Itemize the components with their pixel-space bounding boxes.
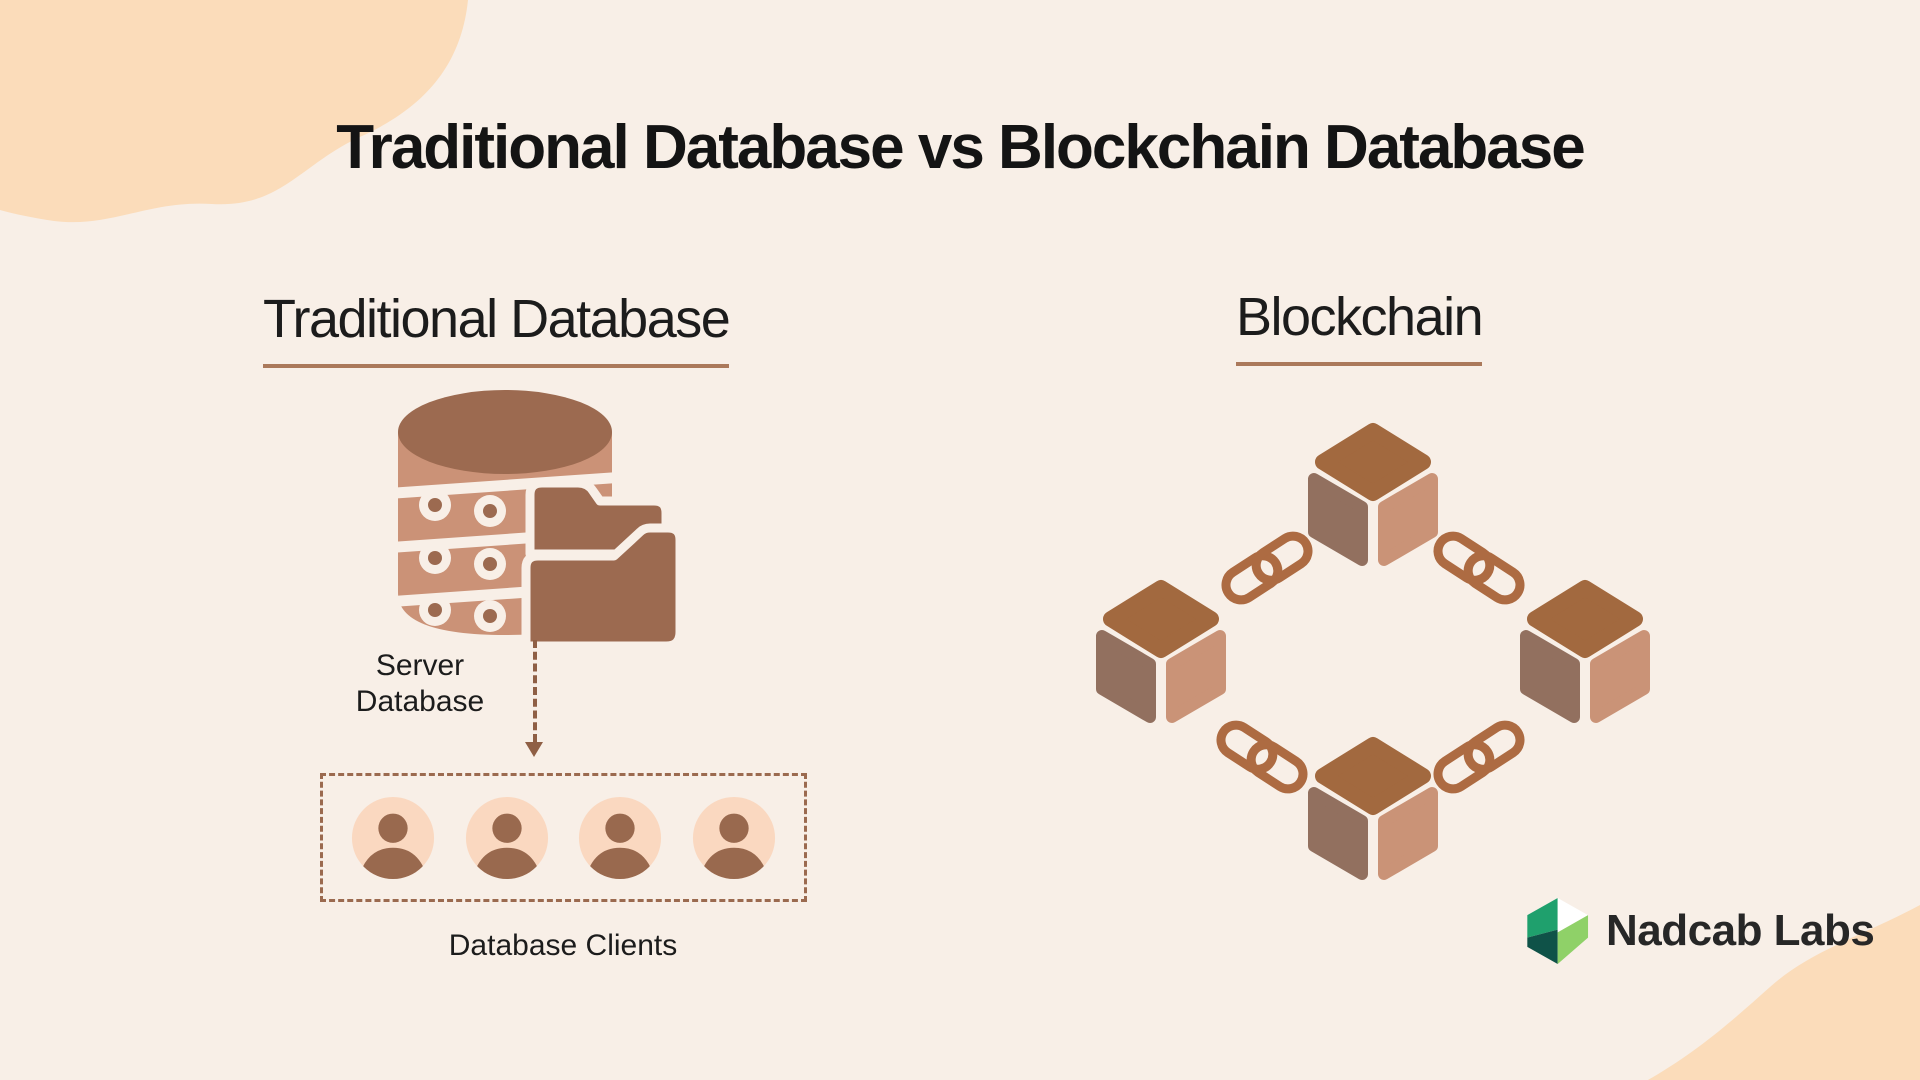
- blockchain-block-top: [1314, 431, 1432, 560]
- blockchain-block-bottom: [1314, 745, 1432, 874]
- database-clients-box: [320, 773, 807, 902]
- blockchain-heading: Blockchain: [1236, 286, 1484, 366]
- client-avatar: [352, 796, 435, 879]
- traditional-database-heading: Traditional Database: [263, 288, 731, 368]
- client-avatar: [579, 796, 662, 879]
- database-cylinder-top: [398, 390, 612, 474]
- chain-link-icon: [1432, 719, 1525, 794]
- server-database-label: Server Database: [355, 649, 485, 718]
- nadcab-logo-icon: [1527, 898, 1589, 964]
- user-icon: [698, 813, 769, 879]
- server-database-icon: [392, 390, 685, 650]
- arrow-down-stem: [533, 640, 537, 742]
- brand-name: Nadcab Labs: [1606, 906, 1875, 955]
- user-icon: [471, 813, 542, 879]
- blockchain-network-diagram: [1080, 400, 1680, 900]
- folder-icon: [521, 478, 685, 650]
- user-icon: [584, 813, 656, 879]
- blockchain-block-left: [1102, 588, 1220, 717]
- brand-logo: Nadcab Labs: [1526, 896, 1875, 966]
- chain-link-icon: [1432, 530, 1525, 605]
- chain-link-icon: [1215, 719, 1308, 794]
- blockchain-block-right: [1526, 588, 1644, 717]
- client-avatar: [465, 796, 548, 879]
- arrow-down-icon: [525, 742, 543, 757]
- page-title: Traditional Database vs Blockchain Datab…: [336, 113, 1586, 182]
- client-avatar: [692, 796, 775, 879]
- database-clients-label: Database Clients: [448, 929, 678, 962]
- chain-link-icon: [1220, 530, 1313, 605]
- user-icon: [358, 813, 429, 879]
